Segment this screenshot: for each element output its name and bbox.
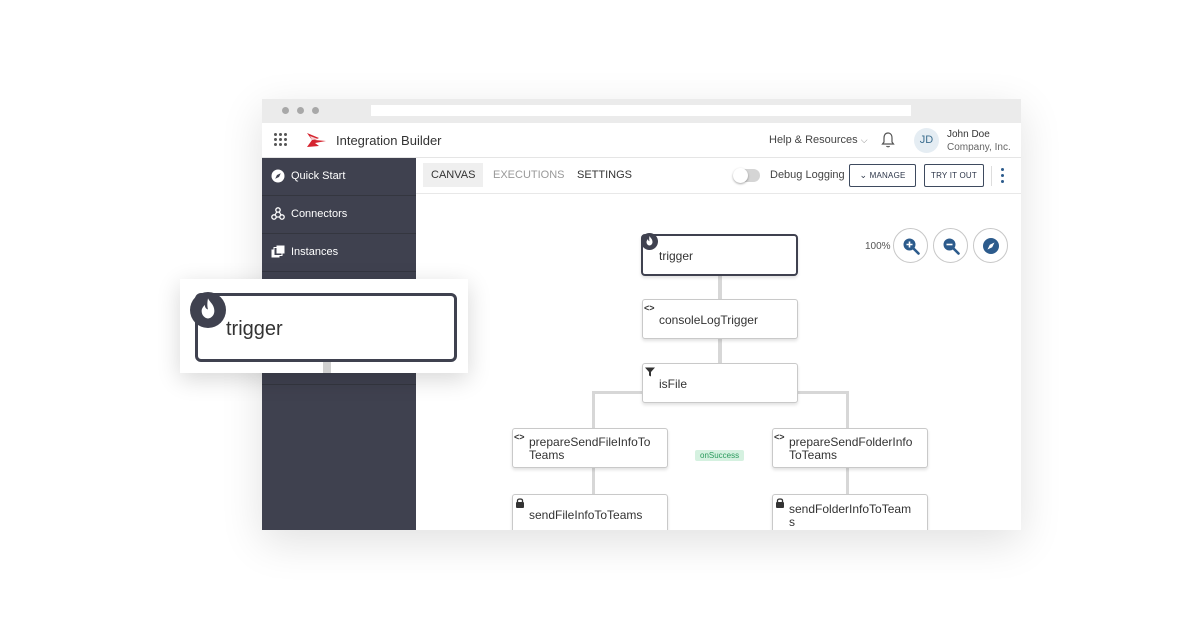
- connectors-icon: [271, 207, 285, 220]
- address-bar[interactable]: [371, 105, 911, 116]
- node-label: trigger: [659, 249, 694, 263]
- avatar[interactable]: JD: [914, 128, 939, 153]
- node-label-line1: prepareSendFolderInfo: [789, 435, 913, 449]
- node-label: isFile: [659, 377, 688, 391]
- node-send-file-info[interactable]: sendFileInfoToTeams: [512, 494, 668, 530]
- sidebar-item-label: Connectors: [291, 208, 348, 220]
- toolbar-divider: [991, 166, 992, 186]
- sidebar-item-connectors[interactable]: Connectors: [262, 196, 416, 234]
- lock-icon: [776, 498, 784, 508]
- help-resources-label: Help & Resources: [769, 134, 858, 146]
- compass-icon: [271, 169, 285, 183]
- filter-icon: [645, 367, 655, 377]
- node-label: consoleLogTrigger: [659, 313, 758, 327]
- canvas-toolbar: CANVAS EXECUTIONS SETTINGS Debug Logging…: [416, 158, 1021, 194]
- tab-canvas[interactable]: CANVAS: [423, 163, 484, 187]
- chevron-down-icon: ⌵: [860, 135, 868, 145]
- edge-line: [798, 391, 848, 394]
- flame-icon: [641, 233, 658, 250]
- app-header: Integration Builder Help & Resources ⌵ J…: [262, 123, 1021, 158]
- window-dot-close[interactable]: [282, 107, 289, 114]
- recenter-button[interactable]: [973, 228, 1008, 263]
- window-dot-maximize[interactable]: [312, 107, 319, 114]
- zoom-level: 100%: [865, 241, 891, 252]
- zoom-in-icon: [903, 238, 920, 255]
- more-options-icon[interactable]: [1000, 167, 1006, 185]
- chevron-down-icon: ⌄: [859, 170, 868, 180]
- debug-logging-label: Debug Logging: [770, 169, 845, 181]
- tab-settings[interactable]: SETTINGS: [577, 169, 633, 181]
- code-icon: <>: [644, 303, 655, 313]
- sidebar-item-instances[interactable]: Instances: [262, 234, 416, 272]
- flame-icon: [190, 292, 226, 328]
- sidebar-item-quick-start[interactable]: Quick Start: [262, 158, 416, 196]
- app-grid-icon[interactable]: [274, 133, 288, 147]
- tab-executions[interactable]: EXECUTIONS: [493, 169, 565, 181]
- help-resources-menu[interactable]: Help & Resources ⌵: [769, 134, 868, 146]
- code-icon: <>: [774, 432, 785, 442]
- edge-label-success: onSuccess: [695, 450, 745, 461]
- edge-line: [846, 391, 849, 429]
- node-prepare-send-folder-info[interactable]: <> prepareSendFolderInfo ToTeams: [772, 428, 928, 468]
- trigger-zoom-callout: trigger: [180, 279, 468, 373]
- manage-button-label: MANAGE: [869, 171, 906, 180]
- window-dot-minimize[interactable]: [297, 107, 304, 114]
- edge-line: [592, 391, 595, 429]
- zoom-out-button[interactable]: [933, 228, 968, 263]
- callout-trigger-label: trigger: [226, 318, 283, 340]
- node-send-folder-info[interactable]: sendFolderInfoToTeam s: [772, 494, 928, 530]
- sidebar-divider: [262, 384, 416, 385]
- node-is-file[interactable]: isFile: [642, 363, 798, 403]
- try-it-out-button[interactable]: TRY IT OUT: [924, 164, 984, 187]
- node-label-line1: sendFolderInfoToTeam: [789, 502, 912, 516]
- sidebar-item-label: Quick Start: [291, 170, 346, 182]
- brand-logo-icon: [307, 133, 326, 147]
- manage-button[interactable]: ⌄ MANAGE: [849, 164, 916, 187]
- user-company: Company, Inc.: [947, 142, 1011, 153]
- node-trigger[interactable]: trigger: [641, 234, 798, 276]
- node-label: sendFileInfoToTeams: [529, 508, 643, 522]
- app-title: Integration Builder: [336, 133, 442, 148]
- node-label-line1: prepareSendFileInfoTo: [529, 435, 651, 449]
- bell-icon[interactable]: [880, 131, 896, 149]
- flow-canvas[interactable]: 100%: [416, 194, 1021, 530]
- user-name: John Doe: [947, 129, 990, 140]
- edge-line: [718, 274, 722, 300]
- browser-chrome: [262, 99, 1021, 123]
- edge-line: [718, 338, 722, 364]
- callout-trigger-node[interactable]: trigger: [195, 293, 457, 362]
- instances-icon: [271, 245, 285, 258]
- code-icon: <>: [514, 432, 525, 442]
- app-window: Integration Builder Help & Resources ⌵ J…: [262, 99, 1021, 530]
- compass-icon: [983, 238, 999, 254]
- debug-logging-toggle[interactable]: [733, 168, 760, 183]
- sidebar-item-label: Instances: [291, 246, 339, 258]
- node-console-log-trigger[interactable]: <> consoleLogTrigger: [642, 299, 798, 339]
- lock-icon: [516, 498, 524, 508]
- node-label-line2: Teams: [529, 448, 565, 462]
- node-prepare-send-file-info[interactable]: <> prepareSendFileInfoTo Teams: [512, 428, 668, 468]
- node-label-line2: ToTeams: [789, 448, 838, 462]
- toggle-knob: [733, 168, 748, 183]
- zoom-in-button[interactable]: [893, 228, 928, 263]
- edge-line: [592, 468, 595, 494]
- callout-connector-stem: [323, 362, 331, 373]
- node-label-line2: s: [789, 515, 795, 529]
- edge-line: [846, 468, 849, 494]
- zoom-out-icon: [943, 238, 960, 255]
- edge-line: [592, 391, 642, 394]
